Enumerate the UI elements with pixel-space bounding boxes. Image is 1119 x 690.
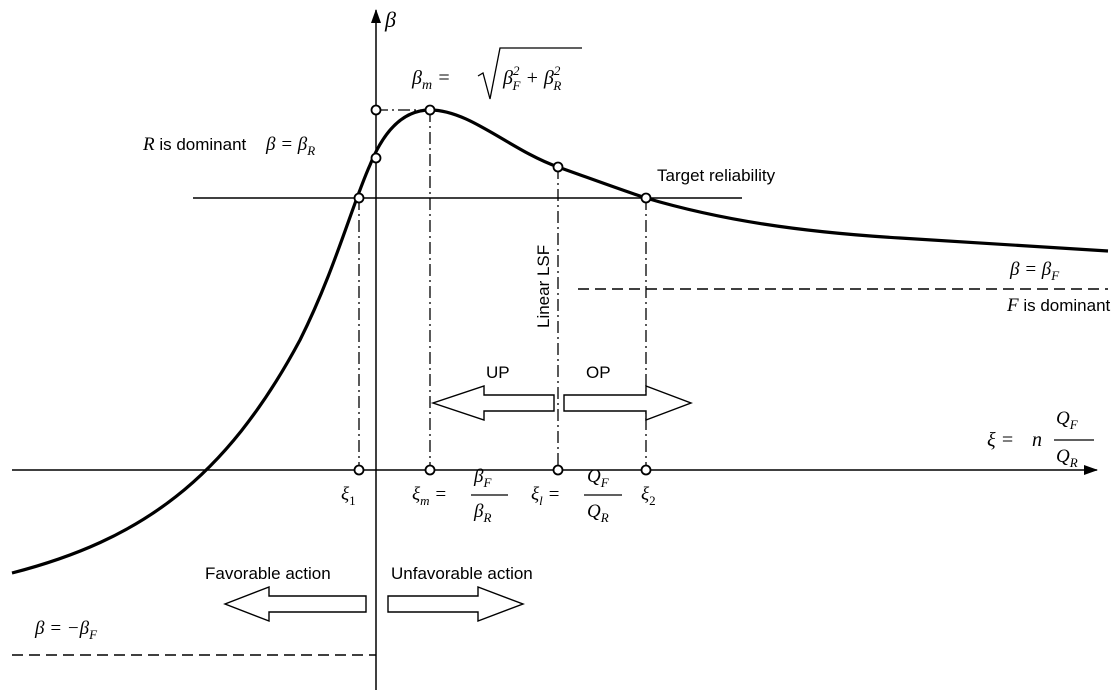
unfavorable-action-label: Unfavorable action <box>391 564 533 583</box>
tick-label-xi1: ξ1 <box>341 484 356 508</box>
r-dominant-label: R is dominant β = βR <box>142 134 315 158</box>
reliability-curve <box>11 108 1109 575</box>
tick-point-xim <box>424 464 436 476</box>
svg-text:ξl =: ξl = <box>531 484 560 508</box>
svg-text:ξm =: ξm = <box>412 484 447 508</box>
svg-text:β2F + β2R: β2F + β2R <box>502 63 561 93</box>
y-axis-label: β <box>384 7 396 32</box>
beta-f-label: β = βF <box>1009 259 1060 283</box>
favorable-action-arrow <box>223 585 367 623</box>
tick-point-xil <box>552 464 564 476</box>
neg-beta-f-label: β = −βF <box>34 618 98 642</box>
svg-text:R is dominant: R is dominant <box>142 134 247 155</box>
svg-text:QF: QF <box>587 466 610 490</box>
tick-label-xil: ξl = QF QR <box>531 466 622 525</box>
svg-text:QR: QR <box>587 501 609 525</box>
point-xi2-intersection <box>640 192 652 204</box>
point-linear-lsf <box>552 161 564 173</box>
point-beta-m-on-axis <box>370 104 382 116</box>
point-xi1-intersection <box>353 192 365 204</box>
target-reliability-label: Target reliability <box>657 166 776 185</box>
sqrt-sign <box>477 47 582 100</box>
svg-text:QR: QR <box>1056 446 1078 470</box>
point-beta-r <box>370 152 382 164</box>
svg-text:βF: βF <box>473 466 492 490</box>
svg-text:βR: βR <box>473 501 491 525</box>
op-arrow <box>563 384 693 422</box>
point-beta-m <box>424 104 436 116</box>
unfavorable-action-arrow <box>387 585 525 623</box>
tick-point-xi2 <box>640 464 652 476</box>
svg-text:ξ =: ξ = <box>987 429 1014 451</box>
up-arrow <box>430 385 555 421</box>
tick-label-xim: ξm = βF βR <box>412 466 508 525</box>
f-dominant-label: F is dominant <box>1006 295 1111 316</box>
linear-lsf-label: Linear LSF <box>534 245 553 328</box>
svg-text:n: n <box>1032 429 1042 451</box>
favorable-action-label: Favorable action <box>205 564 331 583</box>
tick-label-xi2: ξ2 <box>641 484 656 508</box>
x-axis-label: ξ = n QF QR <box>987 408 1094 470</box>
op-label: OP <box>586 363 611 382</box>
svg-text:βm =: βm = <box>411 67 451 93</box>
svg-text:QF: QF <box>1056 408 1079 432</box>
svg-text:β = βR: β = βR <box>265 134 315 158</box>
tick-point-xi1 <box>353 464 365 476</box>
up-label: UP <box>486 363 510 382</box>
